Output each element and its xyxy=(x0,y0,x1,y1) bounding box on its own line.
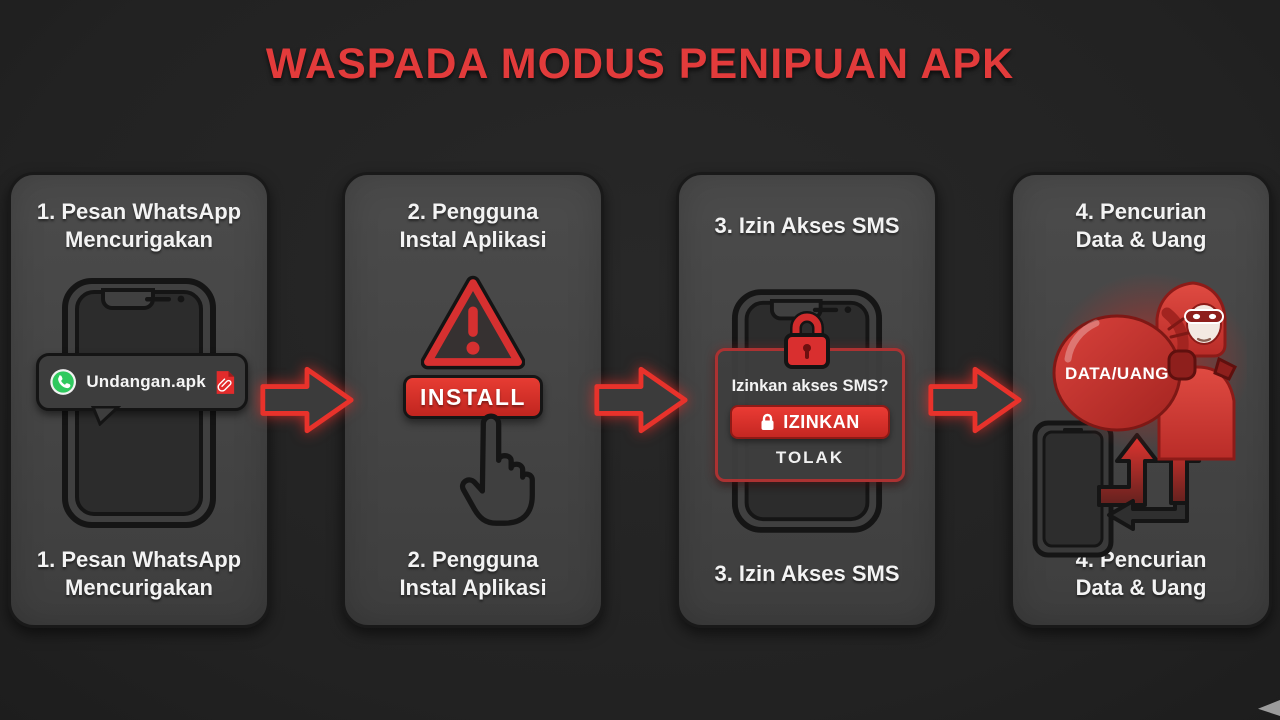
step3-title-line1: 3. Izin Akses SMS xyxy=(714,213,900,239)
step2-title-line1: 2. Pengguna xyxy=(407,199,539,225)
install-button: INSTALL xyxy=(403,375,543,419)
step-panel-install-app: 2. Pengguna Instal Aplikasi INSTALL 2. P… xyxy=(342,172,604,628)
flow-arrow-icon xyxy=(260,366,354,434)
permission-question: Izinkan akses SMS? xyxy=(731,377,889,395)
step1-caption: 1. Pesan WhatsApp Mencurigakan xyxy=(11,543,267,605)
thief-with-loot-bag-icon: DATA/UANG xyxy=(1051,273,1247,461)
step2-caption-line1: 2. Pengguna xyxy=(407,547,539,573)
step4-title-line1: 4. Pencurian xyxy=(1075,199,1207,225)
step1-title-line2: Mencurigakan xyxy=(65,227,213,252)
flow-arrow-icon xyxy=(928,366,1022,434)
step1-title-line1: 1. Pesan WhatsApp xyxy=(36,199,242,225)
thief-glove xyxy=(1167,349,1197,381)
step1-caption-line2: Mencurigakan xyxy=(65,575,213,600)
small-lock-icon xyxy=(761,413,774,430)
step-panel-data-theft: 4. Pencurian Data & Uang xyxy=(1010,172,1272,628)
allow-button: IZINKAN xyxy=(730,405,890,439)
hand-cursor-icon xyxy=(459,413,535,526)
bubble-tail xyxy=(91,406,121,426)
step3-title: 3. Izin Akses SMS xyxy=(679,195,935,257)
install-button-label: INSTALL xyxy=(420,383,526,410)
step1-title: 1. Pesan WhatsApp Mencurigakan xyxy=(11,195,267,257)
page-title: WASPADA MODUS PENIPUAN APK xyxy=(265,40,1015,88)
bag-label: DATA/UANG xyxy=(1065,364,1169,383)
step4-title: 4. Pencurian Data & Uang xyxy=(1013,195,1269,257)
step-panel-sms-permission: 3. Izin Akses SMS Izinkan akses SMS? IZI… xyxy=(676,172,938,628)
deny-option: TOLAK xyxy=(775,448,845,467)
step2-title-line2: Instal Aplikasi xyxy=(399,227,547,252)
thief-mask xyxy=(1184,309,1224,324)
whatsapp-message-bubble: Undangan.apk xyxy=(36,353,248,426)
lock-icon xyxy=(784,311,830,369)
apk-file-icon xyxy=(216,370,234,394)
cursor-artifact xyxy=(1258,700,1280,716)
step4-title-line2: Data & Uang xyxy=(1075,227,1207,252)
allow-button-label: IZINKAN xyxy=(783,411,860,432)
data-return-arrow xyxy=(1107,499,1189,531)
step2-caption: 2. Pengguna Instal Aplikasi xyxy=(345,543,601,605)
step2-caption-line2: Instal Aplikasi xyxy=(399,575,547,600)
step2-title: 2. Pengguna Instal Aplikasi xyxy=(345,195,601,257)
sms-permission-dialog: Izinkan akses SMS? IZINKAN TOLAK xyxy=(715,348,905,482)
step-panel-whatsapp-message: 1. Pesan WhatsApp Mencurigakan Undangan.… xyxy=(8,172,270,628)
whatsapp-icon xyxy=(50,369,77,395)
step4-caption-line2: Data & Uang xyxy=(1075,575,1207,600)
paperclip-icon xyxy=(217,377,232,392)
warning-triangle-icon xyxy=(421,275,525,370)
flow-arrow-icon xyxy=(594,366,688,434)
step3-caption: 3. Izin Akses SMS xyxy=(679,543,935,605)
step3-caption-line1: 3. Izin Akses SMS xyxy=(714,561,900,587)
apk-filename: Undangan.apk xyxy=(86,372,206,391)
step1-caption-line1: 1. Pesan WhatsApp xyxy=(36,547,242,573)
